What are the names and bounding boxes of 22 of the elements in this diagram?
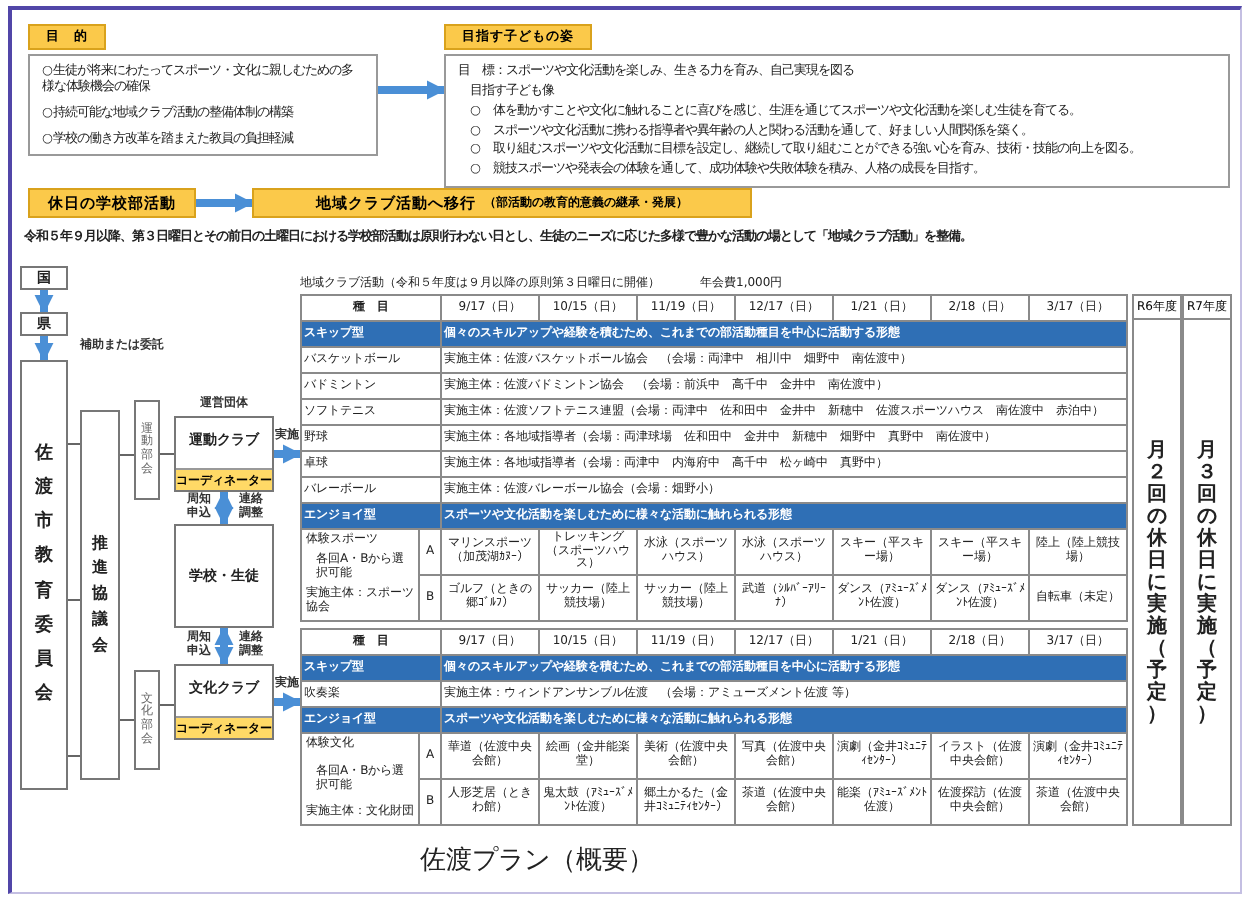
connector-line xyxy=(159,704,175,706)
connector-line xyxy=(119,719,135,721)
schedule-table xyxy=(300,628,1128,826)
arrow xyxy=(274,444,302,464)
org-label: 推進協議会 xyxy=(92,531,108,658)
schedule-note: 月２回の休日に実施（予定） xyxy=(1147,440,1167,726)
org-label: 佐渡市教育委員会 xyxy=(35,441,53,708)
arrow xyxy=(274,692,302,712)
connector-line xyxy=(67,599,81,601)
caption: 佐渡プラン（概要） xyxy=(420,844,654,878)
arrow xyxy=(214,490,234,526)
schedule-note: 月３回の休日に実施（予定） xyxy=(1197,440,1217,726)
arrow xyxy=(378,80,446,100)
connector-line xyxy=(67,755,81,757)
arrow xyxy=(214,626,234,666)
connector-line xyxy=(119,454,135,456)
arrow xyxy=(34,290,54,314)
arrow xyxy=(196,193,254,213)
connector-line xyxy=(159,453,175,455)
schedule-table xyxy=(300,294,1128,622)
arrow xyxy=(34,336,54,362)
connector-line xyxy=(67,443,81,445)
